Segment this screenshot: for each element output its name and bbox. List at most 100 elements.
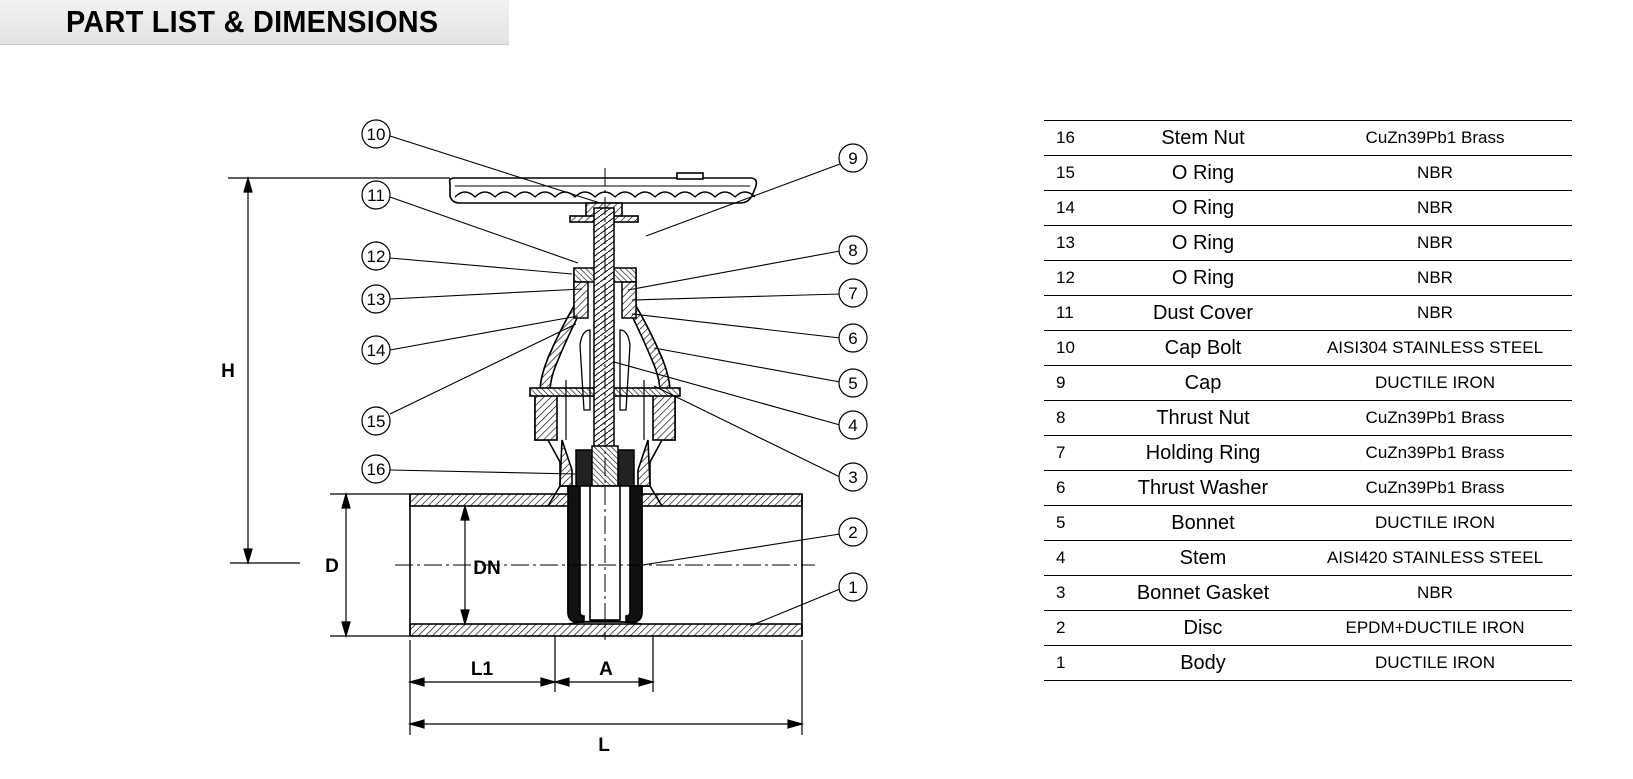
part-name: O Ring [1108,225,1298,261]
dim-label-l: L [598,735,610,756]
part-material: DUCTILE IRON [1298,645,1572,681]
center-lines [395,168,815,640]
callout-number: 12 [367,247,386,266]
part-number: 12 [1044,260,1108,296]
part-name: O Ring [1108,260,1298,296]
part-number: 15 [1044,155,1108,191]
callout-number: 16 [367,460,386,479]
part-material: CuZn39Pb1 Brass [1298,470,1572,506]
callout-3: 3 [838,462,868,492]
part-name: Cap Bolt [1108,330,1298,366]
valve-body-pipe [409,485,803,637]
callout-4: 4 [838,410,868,440]
callout-number: 13 [367,290,386,309]
part-name: Disc [1108,610,1298,646]
title-banner: PART LIST & DIMENSIONS [0,0,509,45]
dim-label-d: D [325,556,339,577]
part-name: Body [1108,645,1298,681]
callout-6: 6 [838,323,868,353]
part-number: 1 [1044,645,1108,681]
callout-11: 11 [361,180,391,210]
callout-15: 15 [361,406,391,436]
callout-14: 14 [361,335,391,365]
part-name: Cap [1108,365,1298,401]
part-number: 5 [1044,505,1108,541]
part-number: 10 [1044,330,1108,366]
part-material: AISI304 STAINLESS STEEL [1298,330,1572,366]
part-number: 7 [1044,435,1108,471]
callout-number: 10 [367,125,386,144]
page-title: PART LIST & DIMENSIONS [66,4,439,39]
callout-number: 9 [848,149,857,168]
part-material: EPDM+DUCTILE IRON [1298,610,1572,646]
callout-2: 2 [838,517,868,547]
part-material: NBR [1298,260,1572,296]
callout-number: 8 [848,241,857,260]
callout-number: 15 [367,412,386,431]
callout-number: 7 [848,284,857,303]
callout-8: 8 [838,235,868,265]
part-name: Bonnet [1108,505,1298,541]
part-number: 16 [1044,120,1108,156]
part-material: AISI420 STAINLESS STEEL [1298,540,1572,576]
part-callouts: 10 11 12 13 14 15 16 9 8 7 6 5 4 3 2 1 [361,119,868,602]
callout-number: 5 [848,374,857,393]
callout-1: 1 [838,572,868,602]
dimension-lines [228,175,805,735]
part-number: 3 [1044,575,1108,611]
part-number: 4 [1044,540,1108,576]
part-number: 8 [1044,400,1108,436]
callout-5: 5 [838,368,868,398]
dimension-labels: H D DN L1 A L [221,361,613,756]
dim-label-dn: DN [473,558,500,579]
callout-number: 1 [848,578,857,597]
part-material: NBR [1298,225,1572,261]
dim-label-h: H [221,361,235,382]
callout-10: 10 [361,119,391,149]
part-number: 14 [1044,190,1108,226]
part-name: Stem [1108,540,1298,576]
part-name: Bonnet Gasket [1108,575,1298,611]
callout-13: 13 [361,284,391,314]
part-material: CuZn39Pb1 Brass [1298,435,1572,471]
dim-label-a: A [599,659,613,680]
part-material: NBR [1298,190,1572,226]
callout-number: 4 [848,416,857,435]
callout-number: 3 [848,468,857,487]
part-name: O Ring [1108,190,1298,226]
dim-label-l1: L1 [471,659,494,680]
part-material: DUCTILE IRON [1298,505,1572,541]
part-material: NBR [1298,155,1572,191]
part-number: 9 [1044,365,1108,401]
part-name: Holding Ring [1108,435,1298,471]
callout-9: 9 [838,143,868,173]
part-number: 6 [1044,470,1108,506]
part-number: 2 [1044,610,1108,646]
part-material: CuZn39Pb1 Brass [1298,120,1572,156]
callout-7: 7 [838,278,868,308]
part-name: Dust Cover [1108,295,1298,331]
part-name: Thrust Nut [1108,400,1298,436]
callout-12: 12 [361,241,391,271]
callout-number: 11 [367,186,385,205]
part-name: O Ring [1108,155,1298,191]
part-number: 13 [1044,225,1108,261]
part-name: Stem Nut [1108,120,1298,156]
part-material: NBR [1298,295,1572,331]
